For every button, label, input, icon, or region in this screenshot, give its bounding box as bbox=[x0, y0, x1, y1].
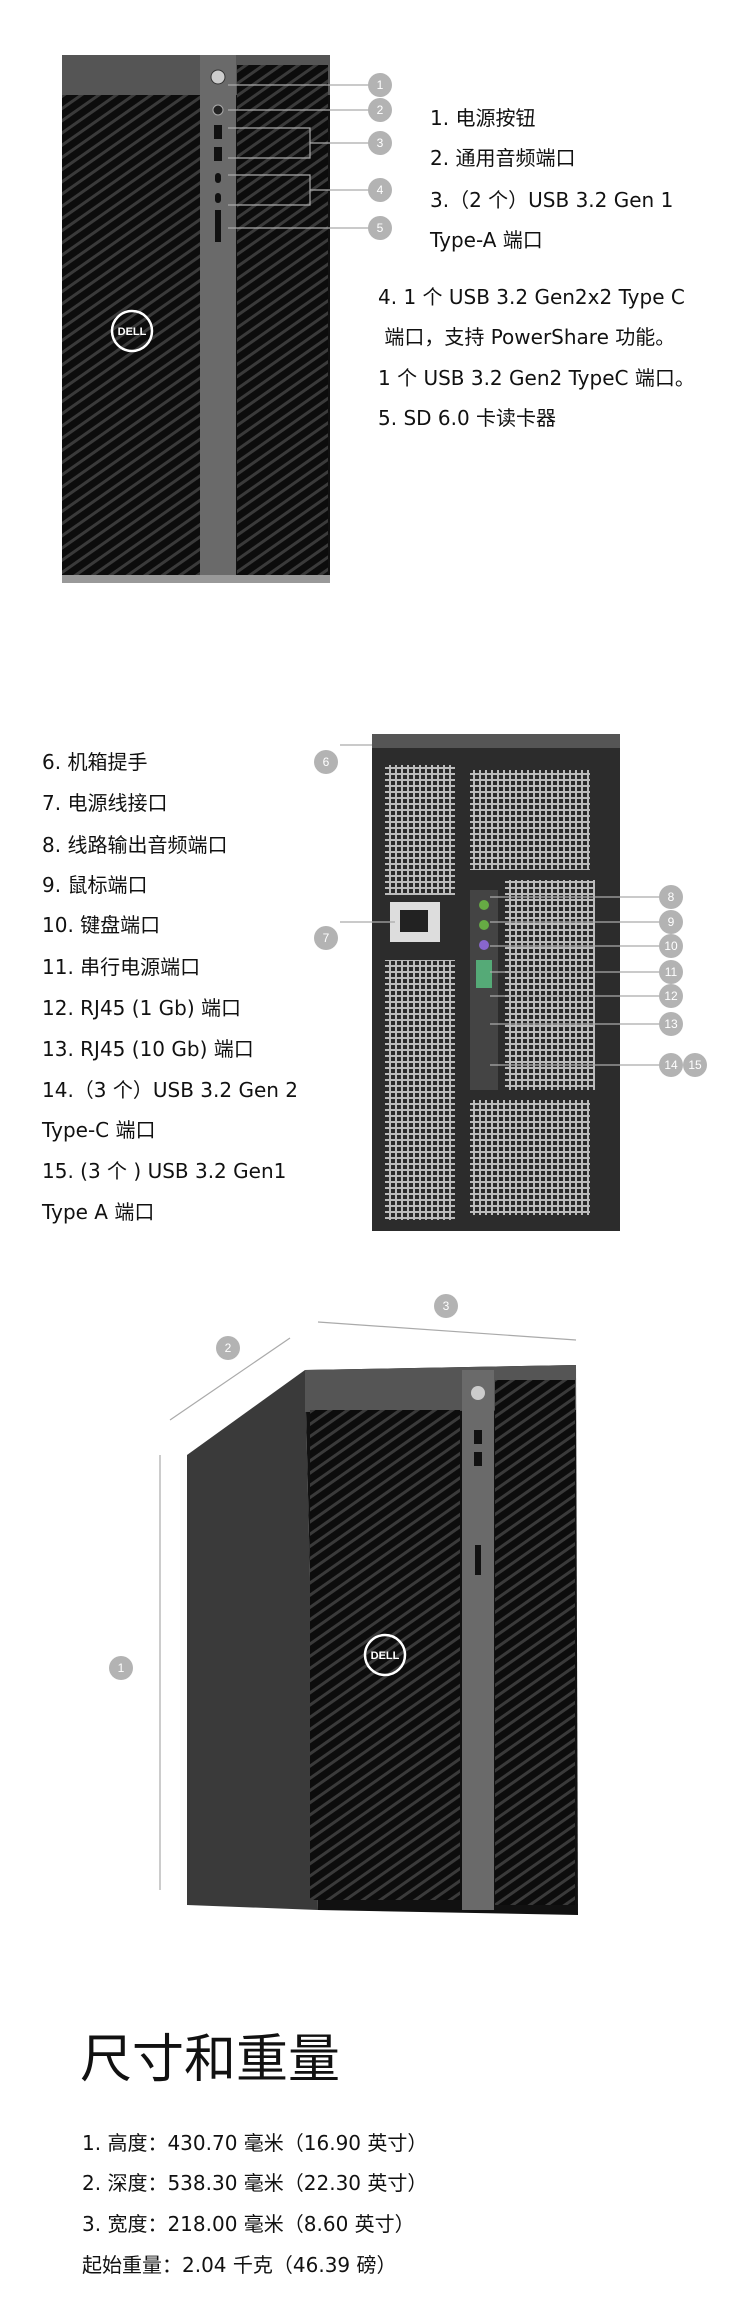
callout-badge: 5 bbox=[368, 216, 392, 240]
rear-feature: 15. (3 个 ) USB 3.2 Gen1 bbox=[42, 1159, 287, 1183]
rear-feature: 10. 键盘端口 bbox=[42, 913, 161, 937]
front-feature: 1. 电源按钮 bbox=[430, 106, 536, 130]
rear-feature: 7. 电源线接口 bbox=[42, 791, 168, 815]
weight-spec: 起始重量：2.04 千克（46.39 磅） bbox=[82, 2253, 397, 2277]
callout-lines bbox=[228, 84, 370, 229]
rear-feature: 12. RJ45 (1 Gb) 端口 bbox=[42, 996, 242, 1020]
front-feature: 3.（2 个）USB 3.2 Gen 1 bbox=[430, 188, 674, 212]
front-feature: 端口，支持 PowerShare 功能。 bbox=[378, 325, 676, 349]
dimension-tower-image: DELL bbox=[159, 1321, 578, 1915]
dimension-spec: 1. 高度：430.70 毫米（16.90 英寸） bbox=[82, 2131, 428, 2155]
callout-badge: 11 bbox=[659, 960, 683, 984]
dell-logo: DELL bbox=[110, 309, 154, 353]
dimension-spec: 3. 宽度：218.00 毫米（8.60 英寸） bbox=[82, 2212, 415, 2236]
front-feature: 2. 通用音频端口 bbox=[430, 146, 576, 170]
callout-badge: 7 bbox=[314, 926, 338, 950]
dimension-badge-width: 3 bbox=[434, 1294, 458, 1318]
callout-badge: 1 bbox=[368, 73, 392, 97]
callout-badge: 14 bbox=[659, 1053, 683, 1077]
dimension-badge-height: 1 bbox=[109, 1656, 133, 1680]
dell-logo: DELL bbox=[363, 1633, 407, 1677]
rear-tower-image bbox=[340, 734, 660, 1231]
callout-badge: 12 bbox=[659, 984, 683, 1008]
svg-text:DELL: DELL bbox=[371, 1650, 400, 1662]
rear-feature: Type-C 端口 bbox=[42, 1118, 156, 1142]
rear-feature: 8. 线路输出音频端口 bbox=[42, 833, 228, 857]
dimension-spec: 2. 深度：538.30 毫米（22.30 英寸） bbox=[82, 2171, 428, 2195]
callout-lines bbox=[340, 744, 660, 1066]
callout-badge: 8 bbox=[659, 885, 683, 909]
front-feature: Type-A 端口 bbox=[430, 228, 543, 252]
svg-text:DELL: DELL bbox=[118, 326, 147, 338]
front-feature: 1 个 USB 3.2 Gen2 TypeC 端口。 bbox=[378, 366, 695, 390]
rear-feature: 13. RJ45 (10 Gb) 端口 bbox=[42, 1037, 254, 1061]
rear-feature: Type A 端口 bbox=[42, 1200, 155, 1224]
front-feature: 4. 1 个 USB 3.2 Gen2x2 Type C bbox=[378, 285, 685, 309]
dimension-lines bbox=[159, 1321, 577, 1890]
callout-badge: 13 bbox=[659, 1012, 683, 1036]
callout-badge: 15 bbox=[683, 1053, 707, 1077]
callout-badge: 6 bbox=[314, 750, 338, 774]
front-tower-image: DELL bbox=[62, 55, 370, 583]
callout-badge: 3 bbox=[368, 131, 392, 155]
rear-feature: 14.（3 个）USB 3.2 Gen 2 bbox=[42, 1078, 299, 1102]
section-title: 尺寸和重量 bbox=[80, 2030, 341, 2090]
callout-badge: 2 bbox=[368, 98, 392, 122]
rear-feature: 9. 鼠标端口 bbox=[42, 873, 148, 897]
callout-badge: 4 bbox=[368, 178, 392, 202]
callout-badge: 10 bbox=[659, 934, 683, 958]
front-feature: 5. SD 6.0 卡读卡器 bbox=[378, 406, 557, 430]
rear-feature: 11. 串行电源端口 bbox=[42, 955, 201, 979]
rear-feature: 6. 机箱提手 bbox=[42, 750, 148, 774]
dimension-badge-depth: 2 bbox=[216, 1336, 240, 1360]
callout-badge: 9 bbox=[659, 910, 683, 934]
